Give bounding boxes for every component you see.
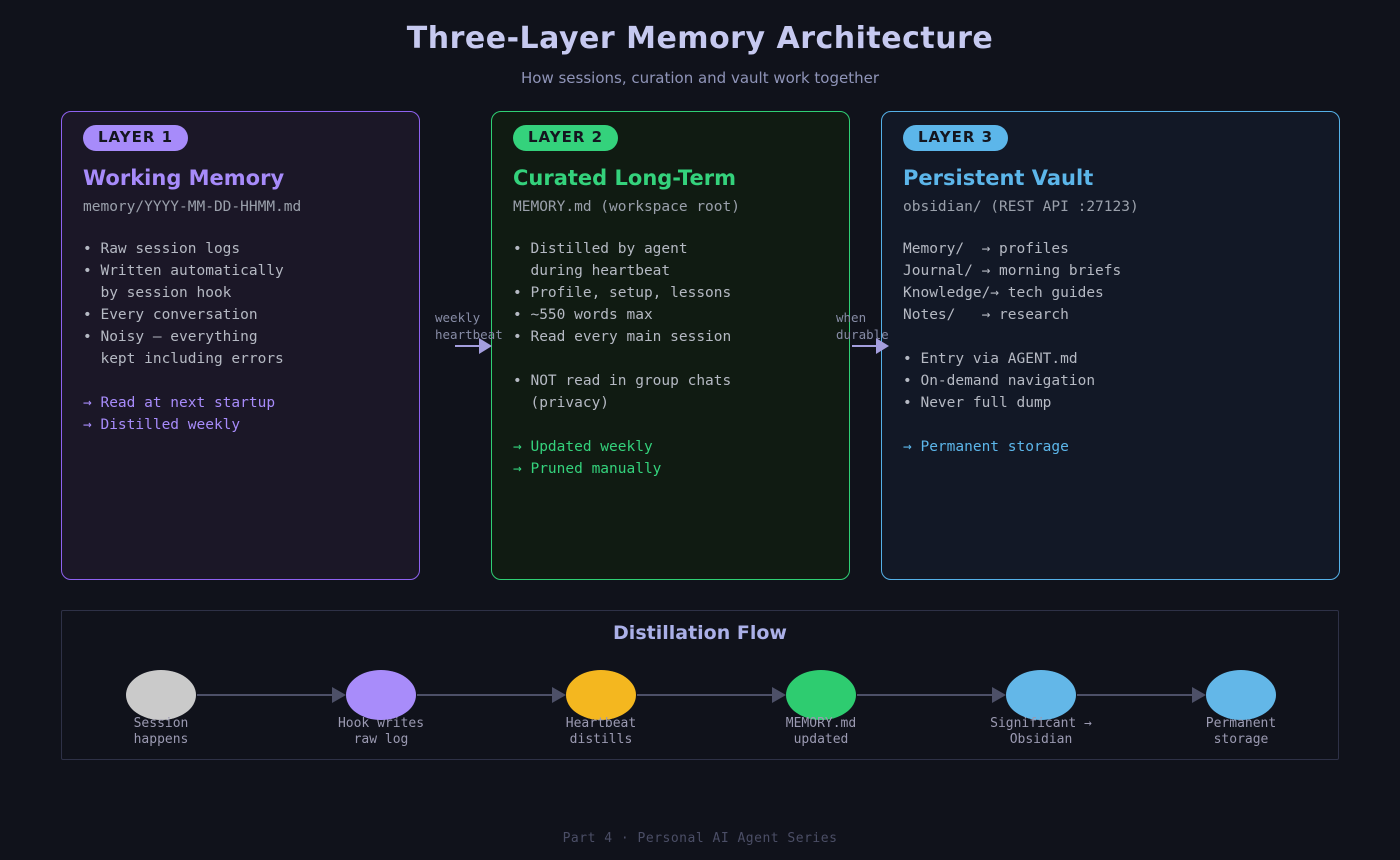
card-body-line: Notes/ → research (903, 307, 1069, 323)
layer3-path: obsidian/ (REST API :27123) (903, 199, 1139, 215)
flow-arrow-shaft (417, 694, 552, 696)
layer1-card: LAYER 1 Working Memory memory/YYYY-MM-DD… (61, 111, 420, 580)
flow-node-circle (126, 670, 196, 720)
card-body-line: Knowledge/→ tech guides (903, 285, 1104, 301)
distillation-flow-panel: Distillation Flow Session happens Hook wr… (61, 610, 1339, 760)
card-body-line: → Read at next startup (83, 395, 276, 411)
card-body-line: by session hook (83, 285, 232, 301)
flow-node-label: Permanent storage (1205, 716, 1277, 747)
connector-label-line: weekly (435, 310, 481, 325)
flow-arrow-shaft (1077, 694, 1192, 696)
connector-label-line: durable (836, 327, 889, 342)
layer1-path: memory/YYYY-MM-DD-HHMM.md (83, 199, 302, 215)
card-body-line (83, 370, 398, 392)
flow-node-label: Hook writes raw log (337, 716, 425, 747)
card-body-line: Memory/ → profiles (903, 241, 1069, 257)
card-body-line: • NOT read in group chats (513, 373, 732, 389)
card-body-line: Journal/ → morning briefs (903, 263, 1122, 279)
layer2-path: MEMORY.md (workspace root) (513, 199, 740, 215)
page-title: Three-Layer Memory Architecture (406, 21, 994, 56)
card-body-line (513, 414, 828, 436)
flow-node-6: Permanent storage (1161, 670, 1321, 748)
flow-node-1: Session happens (81, 670, 241, 748)
flow-arrow-shaft (857, 694, 992, 696)
card-body-line (903, 326, 1318, 348)
layer3-title: Persistent Vault (903, 166, 1094, 190)
layer2-badge: LAYER 2 (513, 125, 619, 151)
flow-node-label: MEMORY.md updated (785, 716, 857, 747)
flow-node-label: Session happens (133, 716, 189, 747)
layer1-badge: LAYER 1 (83, 125, 189, 151)
connector-label-line: when (836, 310, 867, 325)
layer3-card: LAYER 3 Persistent Vault obsidian/ (REST… (881, 111, 1340, 580)
flow-arrow-head-icon (992, 687, 1006, 703)
card-body-line: • Every conversation (83, 307, 258, 323)
card-body-line: → Permanent storage (903, 439, 1069, 455)
card-body-line (903, 414, 1318, 436)
flow-node-3: Heartbeat distills (521, 670, 681, 748)
flow-arrow-head-icon (1192, 687, 1206, 703)
flow-title: Distillation Flow (613, 622, 787, 644)
flow-node-circle (1206, 670, 1276, 720)
layer3-badge: LAYER 3 (903, 125, 1009, 151)
flow-arrow-shaft (197, 694, 332, 696)
card-body-line: → Updated weekly (513, 439, 653, 455)
flow-node-circle (566, 670, 636, 720)
right-arrow-icon (455, 338, 492, 354)
card-body-line: → Pruned manually (513, 461, 662, 477)
flow-node-5: Significant → Obsidian (961, 670, 1121, 748)
card-body-line: • Profile, setup, lessons (513, 285, 732, 301)
layer2-title: Curated Long-Term (513, 166, 736, 190)
card-body-line: • Written automatically (83, 263, 284, 279)
layer1-title: Working Memory (83, 166, 285, 190)
flow-node-label: Heartbeat distills (565, 716, 637, 747)
card-body-line: → Distilled weekly (83, 417, 241, 433)
card-body-line: • Entry via AGENT.md (903, 351, 1078, 367)
layer2-body: • Distilled by agent during heartbeat • P… (513, 238, 828, 480)
flow-node-circle (346, 670, 416, 720)
flow-node-4: MEMORY.md updated (741, 670, 901, 748)
connector-label-when-durable: when durable (836, 309, 889, 343)
card-body-line: • On-demand navigation (903, 373, 1096, 389)
card-body-line: kept including errors (83, 351, 284, 367)
flow-arrow-head-icon (332, 687, 346, 703)
card-body-line: • Raw session logs (83, 241, 241, 257)
page-subtitle: How sessions, curation and vault work to… (520, 69, 880, 87)
right-arrow-icon (852, 338, 889, 354)
flow-arrow-head-icon (552, 687, 566, 703)
flow-node-2: Hook writes raw log (301, 670, 461, 748)
card-body-line: • Noisy — everything (83, 329, 258, 345)
layer1-body: • Raw session logs • Written automaticall… (83, 238, 398, 436)
page-footer: Part 4 · Personal AI Agent Series (562, 831, 838, 846)
flow-node-circle (786, 670, 856, 720)
card-body-line: (privacy) (513, 395, 610, 411)
flow-node-circle (1006, 670, 1076, 720)
card-body-line: • Never full dump (903, 395, 1052, 411)
card-body-line: • Distilled by agent (513, 241, 688, 257)
card-body-line: • Read every main session (513, 329, 732, 345)
layer2-card: LAYER 2 Curated Long-Term MEMORY.md (wor… (491, 111, 850, 580)
flow-arrow-shaft (637, 694, 772, 696)
card-body-line (513, 348, 828, 370)
flow-node-label: Significant → Obsidian (990, 716, 1092, 747)
card-body-line: • ~550 words max (513, 307, 653, 323)
flow-arrow-head-icon (772, 687, 786, 703)
card-body-line: during heartbeat (513, 263, 671, 279)
